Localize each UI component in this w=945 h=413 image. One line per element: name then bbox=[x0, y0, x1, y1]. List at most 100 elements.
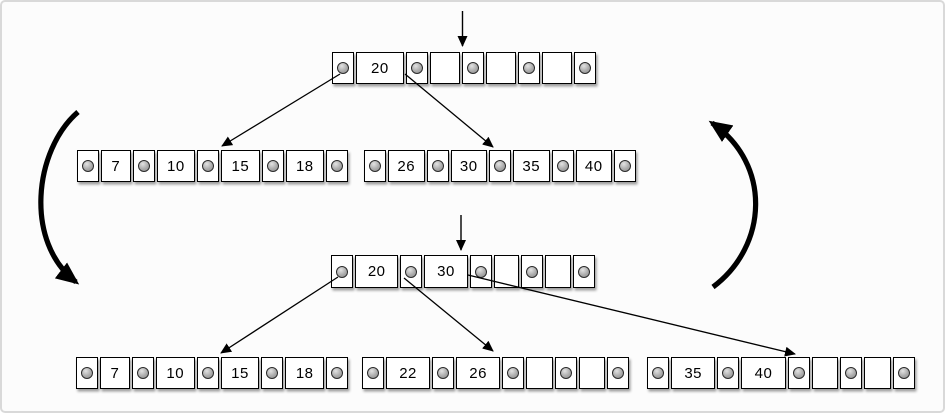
pointer-dot-icon bbox=[559, 367, 572, 379]
pointer-dot-icon bbox=[137, 160, 150, 172]
key-cell: 35 bbox=[513, 150, 550, 182]
pointer-dot-icon bbox=[405, 265, 418, 278]
key-cell bbox=[811, 357, 839, 389]
pointer-slot bbox=[400, 255, 423, 288]
key-cell bbox=[493, 255, 520, 288]
pointer-dot-icon bbox=[331, 367, 344, 379]
pointer-slot bbox=[840, 357, 863, 389]
key-cell: 40 bbox=[741, 357, 786, 389]
pointer-slot bbox=[76, 357, 98, 389]
key-cell: 15 bbox=[220, 357, 260, 389]
pointer-slot bbox=[647, 357, 669, 389]
pointer-slot bbox=[573, 255, 595, 288]
key-cell bbox=[578, 357, 605, 389]
pointer-slot bbox=[607, 357, 629, 389]
pointer-slot bbox=[614, 150, 636, 182]
pointer-dot-icon bbox=[410, 62, 423, 74]
pointer-slot bbox=[787, 357, 810, 389]
pointer-dot-icon bbox=[369, 160, 381, 172]
pointer-slot bbox=[131, 357, 154, 389]
pointer-slot bbox=[196, 357, 219, 389]
pointer-dot-icon bbox=[474, 265, 487, 278]
key-cell: 7 bbox=[101, 150, 131, 182]
pointer-dot-icon bbox=[578, 265, 590, 278]
key-cell: 18 bbox=[285, 150, 325, 182]
child-pointer-arrow-before-left bbox=[221, 73, 341, 147]
pointer-dot-icon bbox=[652, 367, 664, 379]
pointer-slot bbox=[551, 150, 574, 182]
pointer-dot-icon bbox=[82, 160, 94, 172]
pointer-slot bbox=[405, 52, 428, 84]
pointer-slot bbox=[261, 150, 284, 182]
pointer-dot-icon bbox=[612, 367, 624, 379]
pointer-dot-icon bbox=[507, 367, 520, 379]
pointer-dot-icon bbox=[845, 367, 858, 379]
pointer-slot bbox=[77, 150, 99, 182]
key-cell: 15 bbox=[221, 150, 260, 182]
node-after-child-left: 7 10 15 18 bbox=[76, 357, 349, 389]
key-cell: 10 bbox=[155, 357, 195, 389]
pointer-dot-icon bbox=[136, 367, 149, 379]
cycle-arrow-left-down-icon bbox=[38, 110, 80, 285]
pointer-dot-icon bbox=[898, 367, 910, 379]
pointer-dot-icon bbox=[266, 367, 279, 379]
pointer-dot-icon bbox=[336, 265, 348, 278]
pointer-slot bbox=[502, 357, 525, 389]
pointer-slot bbox=[197, 150, 220, 182]
pointer-dot-icon bbox=[81, 367, 93, 379]
pointer-dot-icon bbox=[466, 62, 479, 74]
node-after-child-middle: 22 26 bbox=[362, 357, 629, 389]
pointer-slot bbox=[554, 357, 577, 389]
pointer-dot-icon bbox=[792, 367, 805, 379]
pointer-slot bbox=[717, 357, 740, 389]
key-cell: 35 bbox=[671, 357, 716, 389]
pointer-slot bbox=[489, 150, 511, 182]
key-cell: 40 bbox=[575, 150, 612, 182]
key-cell: 7 bbox=[100, 357, 130, 389]
pointer-slot bbox=[426, 150, 449, 182]
pointer-slot bbox=[326, 357, 349, 389]
pointer-dot-icon bbox=[526, 265, 539, 278]
pointer-dot-icon bbox=[331, 160, 344, 172]
node-after-child-right: 35 40 bbox=[647, 357, 915, 389]
key-cell: 30 bbox=[424, 255, 468, 288]
pointer-dot-icon bbox=[431, 160, 444, 172]
key-cell bbox=[526, 357, 553, 389]
key-cell bbox=[545, 255, 571, 288]
key-cell: 22 bbox=[386, 357, 431, 389]
node-before-root: 20 bbox=[332, 52, 596, 84]
pointer-dot-icon bbox=[337, 62, 349, 74]
pointer-slot bbox=[432, 357, 455, 389]
pointer-slot bbox=[469, 255, 492, 288]
key-cell: 20 bbox=[356, 52, 404, 84]
key-cell: 10 bbox=[156, 150, 196, 182]
pointer-slot bbox=[893, 357, 915, 389]
pointer-slot bbox=[574, 52, 596, 84]
pointer-slot bbox=[326, 150, 349, 182]
key-cell bbox=[864, 357, 891, 389]
pointer-dot-icon bbox=[367, 367, 379, 379]
key-cell: 20 bbox=[355, 255, 399, 288]
pointer-slot bbox=[132, 150, 155, 182]
key-cell bbox=[541, 52, 572, 84]
cycle-arrow-right-up-icon bbox=[708, 120, 759, 290]
pointer-dot-icon bbox=[722, 367, 735, 379]
pointer-dot-icon bbox=[579, 62, 591, 74]
key-cell: 26 bbox=[388, 150, 425, 182]
key-cell: 18 bbox=[285, 357, 325, 389]
pointer-slot bbox=[521, 255, 544, 288]
pointer-slot bbox=[364, 150, 386, 182]
pointer-slot bbox=[261, 357, 284, 389]
pointer-slot bbox=[332, 52, 354, 84]
pointer-slot bbox=[331, 255, 353, 288]
pointer-dot-icon bbox=[201, 367, 214, 379]
key-cell: 26 bbox=[456, 357, 501, 389]
key-cell bbox=[429, 52, 460, 84]
pointer-slot bbox=[461, 52, 484, 84]
child-pointer-arrow-after-left bbox=[220, 276, 339, 354]
node-before-child-left: 7 10 15 18 bbox=[77, 150, 349, 182]
pointer-slot bbox=[362, 357, 384, 389]
